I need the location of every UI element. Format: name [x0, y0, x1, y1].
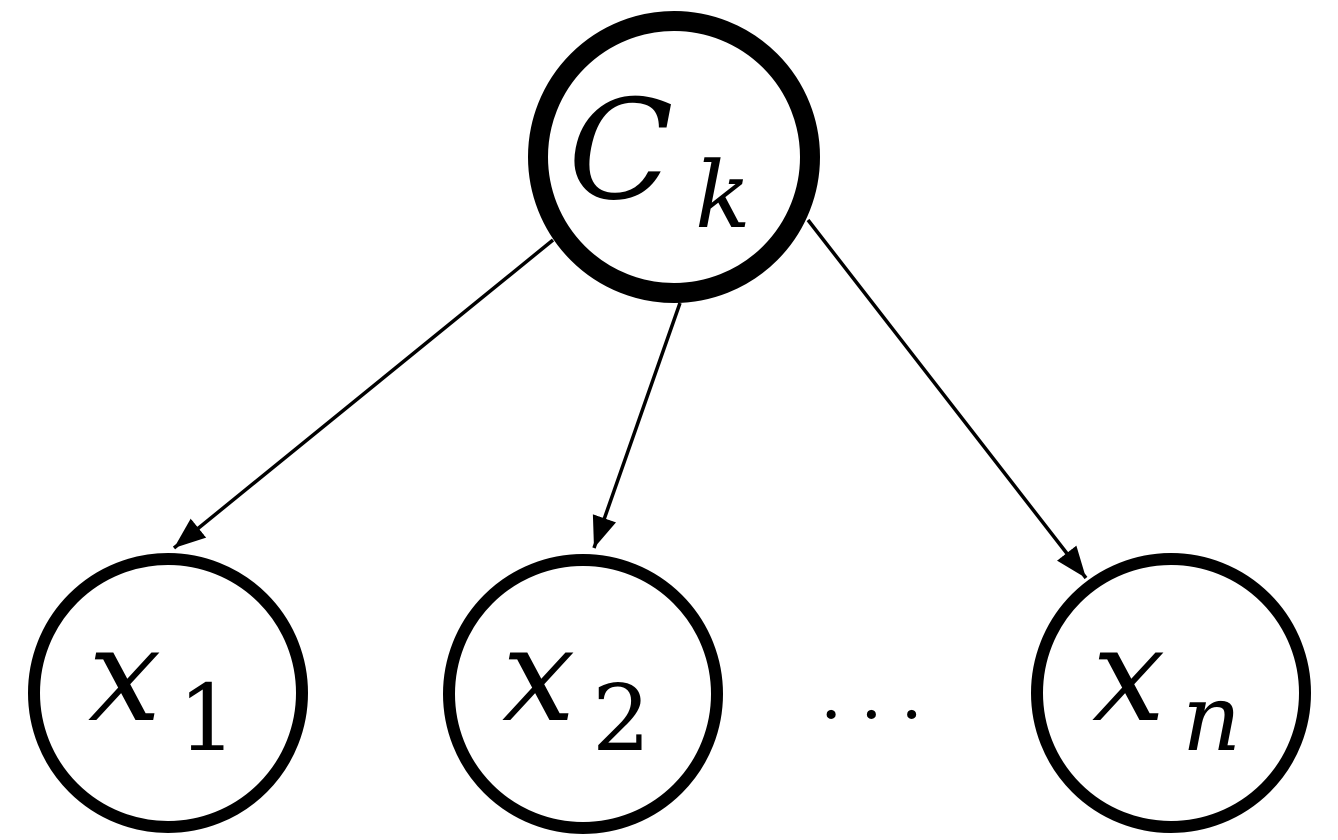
node-x1-main: x [88, 599, 161, 751]
ellipsis: ... [820, 653, 941, 735]
node-root: C k [528, 11, 820, 303]
node-root-subscript: k [695, 142, 751, 249]
node-xn-main: x [1092, 599, 1165, 751]
node-xn-circle [1031, 553, 1311, 833]
node-x2-subscript: 2 [592, 665, 651, 772]
node-xn: x n [1031, 553, 1311, 833]
node-xn-subscript: n [1182, 665, 1241, 772]
node-x1: x 1 [28, 553, 308, 833]
edge-root-to-xn [806, 218, 1088, 580]
edge-root-to-x1 [172, 238, 555, 550]
node-x2: x 2 [443, 554, 723, 834]
edge-root-to-x2 [592, 302, 682, 549]
node-x2-circle [443, 554, 723, 834]
node-x2-main: x [502, 599, 575, 751]
node-root-circle [528, 11, 820, 303]
node-x1-circle [28, 553, 308, 833]
node-root-main: C [568, 70, 674, 231]
node-x1-subscript: 1 [178, 665, 237, 772]
